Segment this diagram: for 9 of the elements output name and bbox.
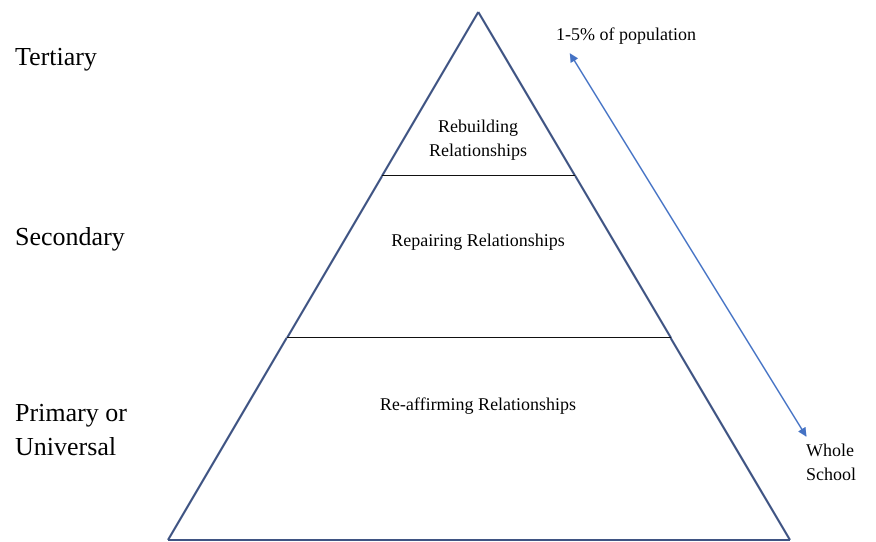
tier-label: Rebuilding Relationships [428,115,528,162]
double-arrow [570,53,807,437]
tier-label: Re-affirming Relationships [378,393,578,416]
tier-label: Repairing Relationships [390,229,566,252]
level-label: Tertiary [15,41,98,73]
level-label: Secondary [15,221,126,253]
level-label: Primary or Universal [15,397,128,463]
range-label: Whole School [806,439,858,486]
range-label: 1-5% of population [556,23,697,46]
